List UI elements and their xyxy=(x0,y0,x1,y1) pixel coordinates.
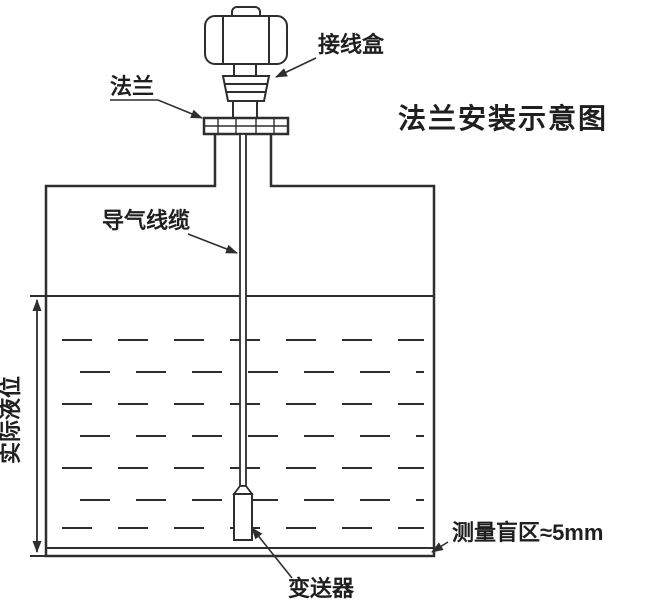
probe-label: 变送器 xyxy=(288,576,355,601)
coupling-nut xyxy=(221,75,271,102)
transmitter-assembly xyxy=(204,6,288,119)
air-cable-leader xyxy=(187,233,238,254)
leader-lines xyxy=(110,57,449,579)
actual-level-label: 实际液位 xyxy=(0,376,23,464)
air-cable xyxy=(239,133,247,487)
probe-body xyxy=(233,493,253,541)
flange-label: 法兰 xyxy=(110,74,154,99)
transmitter-neck xyxy=(233,63,257,77)
probe-leader xyxy=(251,527,293,579)
flange xyxy=(202,116,290,136)
probe-taper xyxy=(232,485,254,495)
lower-adapter xyxy=(232,100,258,119)
transmitter-housing xyxy=(204,15,288,65)
air-cable-label: 导气线缆 xyxy=(102,208,190,233)
flange-leader xyxy=(110,99,203,119)
blind-zone-label: 测量盲区≈5mm xyxy=(452,520,603,545)
junction-box-label: 接线盒 xyxy=(318,32,385,57)
tank xyxy=(44,134,436,558)
tank-outline xyxy=(44,134,436,558)
junction-box-leader xyxy=(275,57,317,78)
diagram-title: 法兰安装示意图 xyxy=(398,102,608,134)
blind-zone-leader xyxy=(431,541,449,553)
cable-and-probe xyxy=(232,133,254,541)
